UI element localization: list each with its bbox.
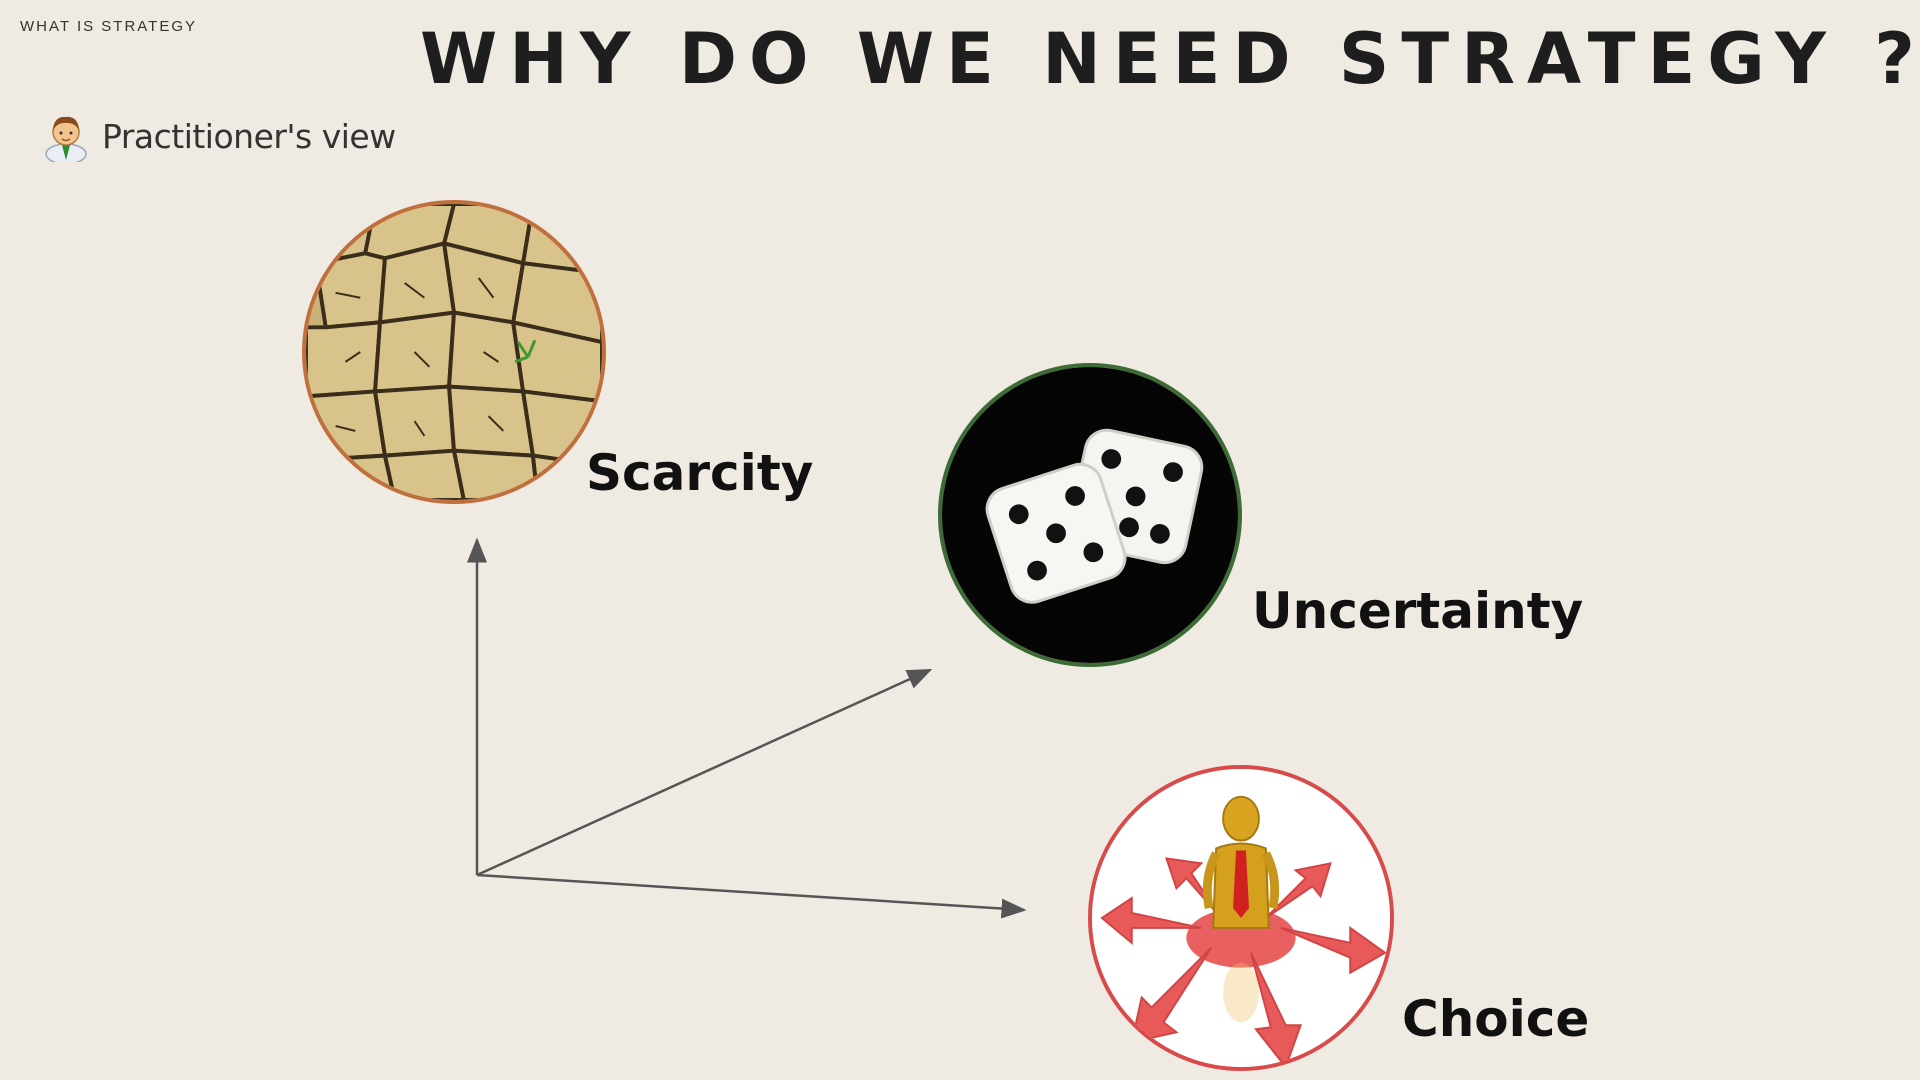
axis-uncertainty bbox=[476, 668, 933, 877]
axis-choice bbox=[476, 873, 1027, 919]
practitioner-view-label: Practitioner's view bbox=[102, 116, 396, 156]
businessman-icon bbox=[45, 116, 87, 162]
practitioner-view-tag: Practitioner's view bbox=[40, 110, 396, 162]
cracked-dry-earth-image bbox=[306, 204, 602, 500]
choice-image bbox=[1088, 765, 1394, 1071]
section-label: WHAT IS STRATEGY bbox=[20, 18, 198, 35]
scarcity-label: Scarcity bbox=[586, 444, 814, 502]
dice-image bbox=[942, 367, 1238, 663]
page-title: WHY DO WE NEED STRATEGY ? bbox=[420, 18, 1920, 100]
figure-with-direction-arrows-image bbox=[1092, 769, 1390, 1067]
uncertainty-image bbox=[938, 363, 1242, 667]
choice-label: Choice bbox=[1402, 990, 1590, 1048]
uncertainty-label: Uncertainty bbox=[1252, 582, 1584, 640]
scarcity-image bbox=[302, 200, 606, 504]
